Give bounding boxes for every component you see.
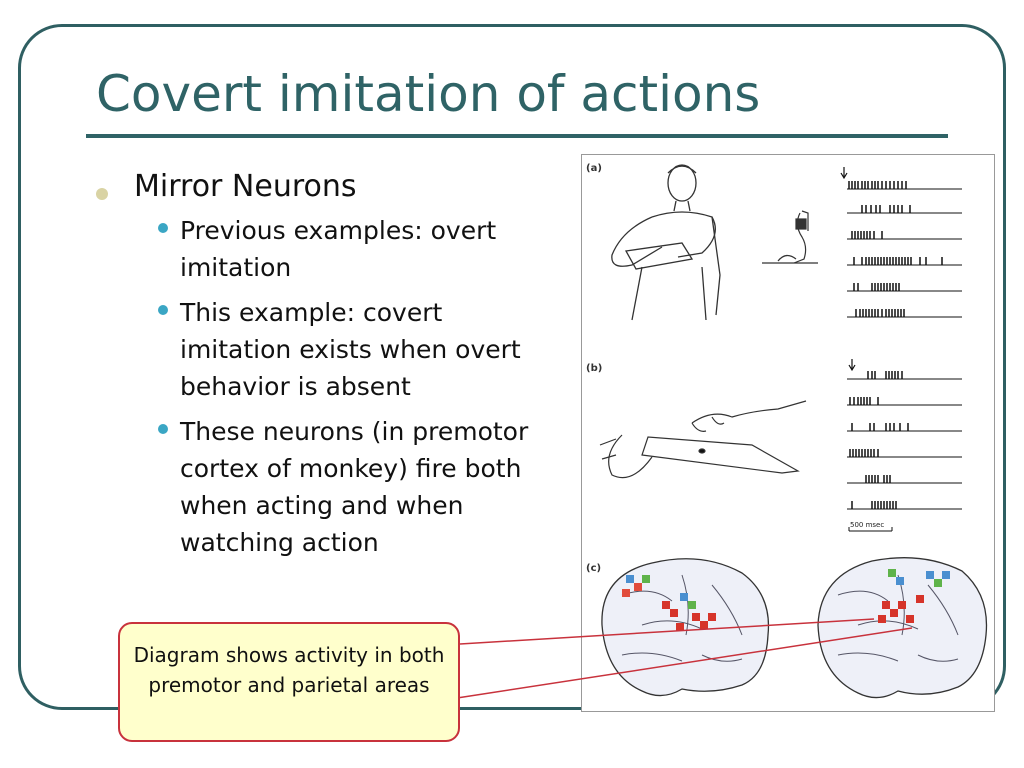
sub-bullet-text: Previous examples: overt imitation	[180, 215, 497, 282]
bullet-text: Mirror Neurons	[134, 169, 357, 204]
sub-bullet-2: This example: covert imitation exists wh…	[158, 294, 552, 405]
sub-bullet-dot-icon	[158, 423, 168, 434]
mirror-neuron-figure: (a) (b) (c)	[581, 154, 995, 712]
callout-box: Diagram shows activity in both premotor …	[118, 622, 460, 742]
sub-bullet-text: This example: covert imitation exists wh…	[180, 297, 521, 401]
title-underline	[86, 134, 948, 138]
monkey-sketch	[762, 210, 818, 264]
experimenter-sketch	[611, 164, 721, 321]
sub-bullet-dot-icon	[158, 304, 168, 315]
slide-title: Covert imitation of actions	[96, 65, 761, 123]
panel-label-b: (b)	[586, 363, 602, 374]
sub-bullet-3: These neurons (in premotor cortex of mon…	[158, 413, 552, 561]
hand-sketch	[599, 400, 807, 479]
bullet-dot-icon	[96, 188, 108, 200]
bullet-mirror-neurons: Mirror Neurons	[96, 168, 556, 206]
sub-bullet-dot-icon	[158, 222, 168, 233]
sub-bullet-text: These neurons (in premotor cortex of mon…	[180, 416, 529, 557]
sub-bullet-1: Previous examples: overt imitation	[158, 212, 552, 286]
figure-illustration: (a) (b) (c)	[586, 163, 988, 699]
spike-trains-a	[840, 167, 962, 318]
scale-bar-label: 500 msec	[850, 521, 884, 529]
brain-left	[601, 558, 770, 697]
bullet-list: Mirror Neurons Previous examples: overt …	[96, 168, 556, 569]
panel-label-c: (c)	[586, 563, 601, 574]
panel-label-a: (a)	[586, 163, 602, 174]
brain-right	[817, 557, 988, 699]
spike-trains-b	[847, 359, 962, 532]
